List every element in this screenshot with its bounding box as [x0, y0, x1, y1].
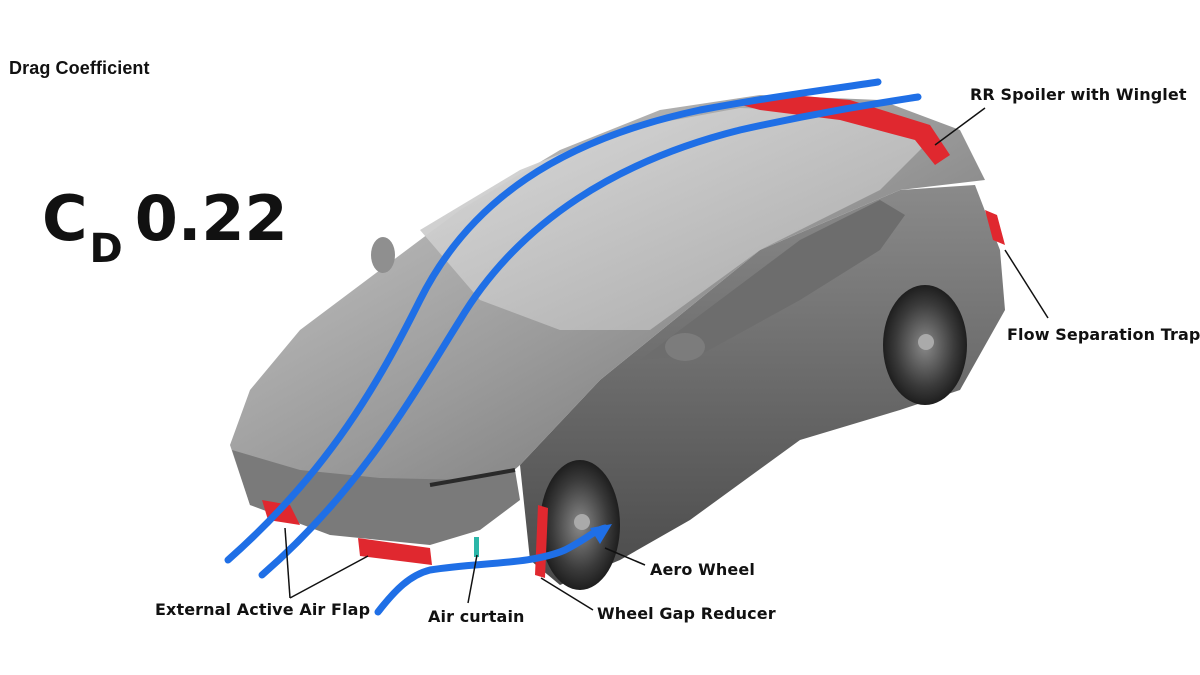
- car-side-window: [640, 200, 905, 360]
- airflow-line-1: [224, 78, 882, 564]
- airflow-arrowhead: [590, 524, 612, 544]
- car-front-bumper: [232, 450, 520, 545]
- leader-air-flap-2: [289, 555, 369, 599]
- page-title: Drag Coefficient: [9, 58, 150, 78]
- rear-wheel-hub: [918, 334, 934, 350]
- label-active-air-flap: External Active Air Flap: [155, 600, 371, 619]
- label-rr-spoiler: RR Spoiler with Winglet: [970, 85, 1187, 104]
- airflow-line-2: [258, 93, 922, 579]
- leader-aero-wheel: [604, 547, 646, 566]
- cd-subscript: D: [89, 226, 123, 272]
- cd-symbol: C: [42, 182, 88, 255]
- label-aero-wheel: Aero Wheel: [650, 560, 755, 579]
- air-curtain-part: [474, 537, 479, 557]
- flow-separation-trap-part: [985, 210, 1005, 245]
- leader-air-flap-1: [284, 527, 291, 599]
- airflow-line-3: [374, 524, 609, 616]
- car-mirror-left: [371, 237, 395, 273]
- car-headlight: [429, 468, 516, 487]
- label-flow-separation-trap: Flow Separation Trap: [1007, 325, 1200, 344]
- leader-flow-trap: [1004, 249, 1049, 319]
- car-side-panel: [520, 185, 1005, 585]
- leader-spoiler: [934, 107, 986, 146]
- car-mirror-right: [665, 333, 705, 361]
- front-wheel-hub: [574, 514, 590, 530]
- cd-number: 0.22: [134, 182, 288, 255]
- active-air-flap-right: [358, 538, 432, 565]
- label-air-curtain: Air curtain: [428, 607, 525, 626]
- leader-air-curtain: [467, 554, 478, 604]
- rear-spoiler-part: [730, 94, 950, 165]
- label-wheel-gap-reducer: Wheel Gap Reducer: [597, 604, 776, 623]
- leader-wheel-gap: [540, 577, 594, 611]
